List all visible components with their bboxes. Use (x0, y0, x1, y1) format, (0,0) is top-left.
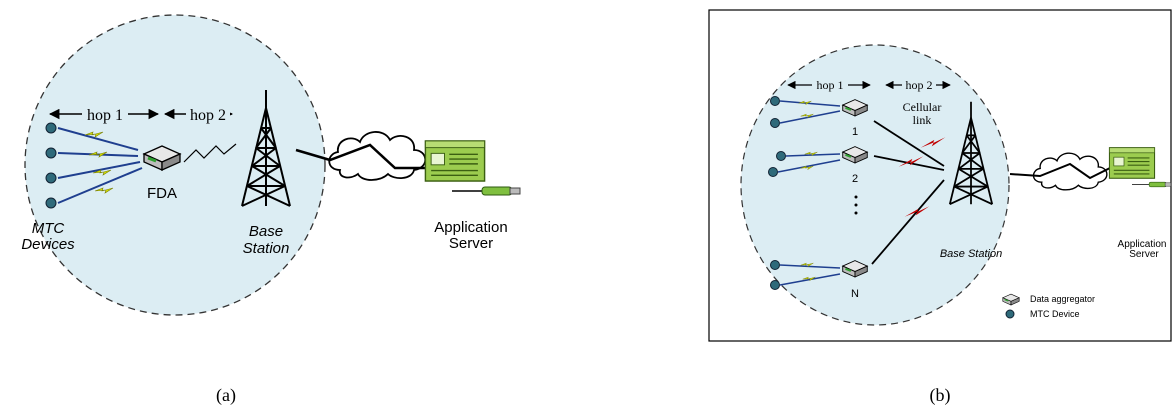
cell-coverage-area-b (740, 44, 1010, 326)
mtc-device-icon (770, 260, 780, 270)
mtc-device-icon (770, 96, 780, 106)
caption-a: (a) (216, 385, 236, 406)
hop1-label: hop 1 (87, 107, 123, 124)
mtc-device-icon (45, 147, 57, 159)
backhaul-link (1009, 162, 1111, 180)
aggregator-label-2: 2 (852, 173, 858, 185)
panel-b: hop 1 hop 2 Cellular link 1 2 (708, 9, 1172, 406)
hop1-bg-b (812, 77, 848, 93)
hop1-bg (82, 104, 128, 124)
server-label-b-line2: Server (1129, 249, 1159, 260)
device-link (777, 159, 841, 173)
mtc-device-icon (770, 118, 780, 128)
device-link (779, 100, 841, 107)
cellular-label-line2: link (913, 113, 932, 127)
bs-label-line1: Base (249, 223, 283, 240)
legend-aggregator-label: Data aggregator (1030, 294, 1095, 304)
hop2-label-b: hop 2 (906, 78, 933, 92)
device-link (779, 110, 841, 124)
cellular-link (871, 179, 945, 265)
ellipsis-dot (854, 195, 858, 199)
mtc-device-icon (45, 197, 57, 209)
fda-label: FDA (147, 185, 177, 202)
fda-bs-link (183, 143, 237, 163)
mtc-device-icon (768, 167, 778, 177)
hop2-bg (186, 104, 230, 124)
ellipsis-dot (854, 203, 858, 207)
hop1-label-b: hop 1 (817, 78, 844, 92)
mtc-devices (45, 122, 57, 209)
cell-coverage-area (24, 14, 326, 316)
legend-device-label: MTC Device (1030, 309, 1080, 319)
cellular-link (873, 155, 945, 171)
aggregator-label-n: N (851, 288, 859, 300)
server-label-line1: Application (434, 219, 507, 236)
panel-a: hop 1 hop 2 FDA Base Station (21, 14, 521, 406)
mtc-label-line1: MTC (32, 220, 65, 237)
backhaul-link (295, 143, 430, 170)
application-server-icon (1108, 147, 1156, 179)
server-label-b-line1: Application (1118, 239, 1167, 250)
aggregator-label-1: 1 (852, 126, 858, 138)
legend-device-icon (1005, 309, 1015, 319)
mtc-device-icon (45, 172, 57, 184)
hop2-bg-b (902, 77, 936, 93)
ellipsis-dot (854, 211, 858, 215)
cellular-link (873, 120, 945, 167)
device-link (779, 264, 841, 269)
bs-label-b: Base Station (940, 248, 1002, 260)
cellular-label-line1: Cellular (903, 100, 942, 114)
mtc-device-icon (776, 151, 786, 161)
hop2-label: hop 2 (190, 107, 226, 124)
mtc-device-icon (770, 280, 780, 290)
server-label-line2: Server (449, 235, 493, 252)
application-server-icon (424, 140, 486, 182)
server-dongle-icon (452, 186, 521, 196)
bs-label-line2: Station (243, 240, 290, 257)
mtc-label-line2: Devices (21, 236, 75, 253)
caption-b: (b) (930, 385, 951, 406)
mtc-device-icon (45, 122, 57, 134)
